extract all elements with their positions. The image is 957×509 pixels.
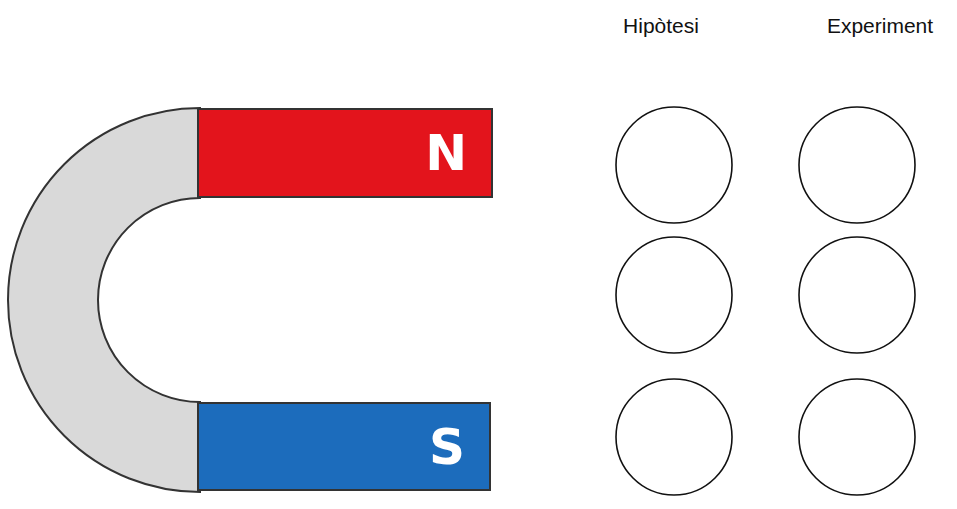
experiment-circle <box>799 107 915 223</box>
answer-circles <box>616 107 915 495</box>
hypothesis-circle <box>616 107 732 223</box>
column-header: Hipòtesi <box>623 14 699 38</box>
hypothesis-circle <box>616 379 732 495</box>
pole-letter: N <box>425 128 467 178</box>
north-pole: N <box>197 108 493 198</box>
south-pole: S <box>197 402 491 491</box>
experiment-circle <box>799 237 915 353</box>
column-header: Experiment <box>827 14 933 38</box>
hypothesis-circle <box>616 237 732 353</box>
magnet-body <box>8 108 200 492</box>
experiment-circle <box>799 379 915 495</box>
pole-letter: S <box>429 422 465 472</box>
